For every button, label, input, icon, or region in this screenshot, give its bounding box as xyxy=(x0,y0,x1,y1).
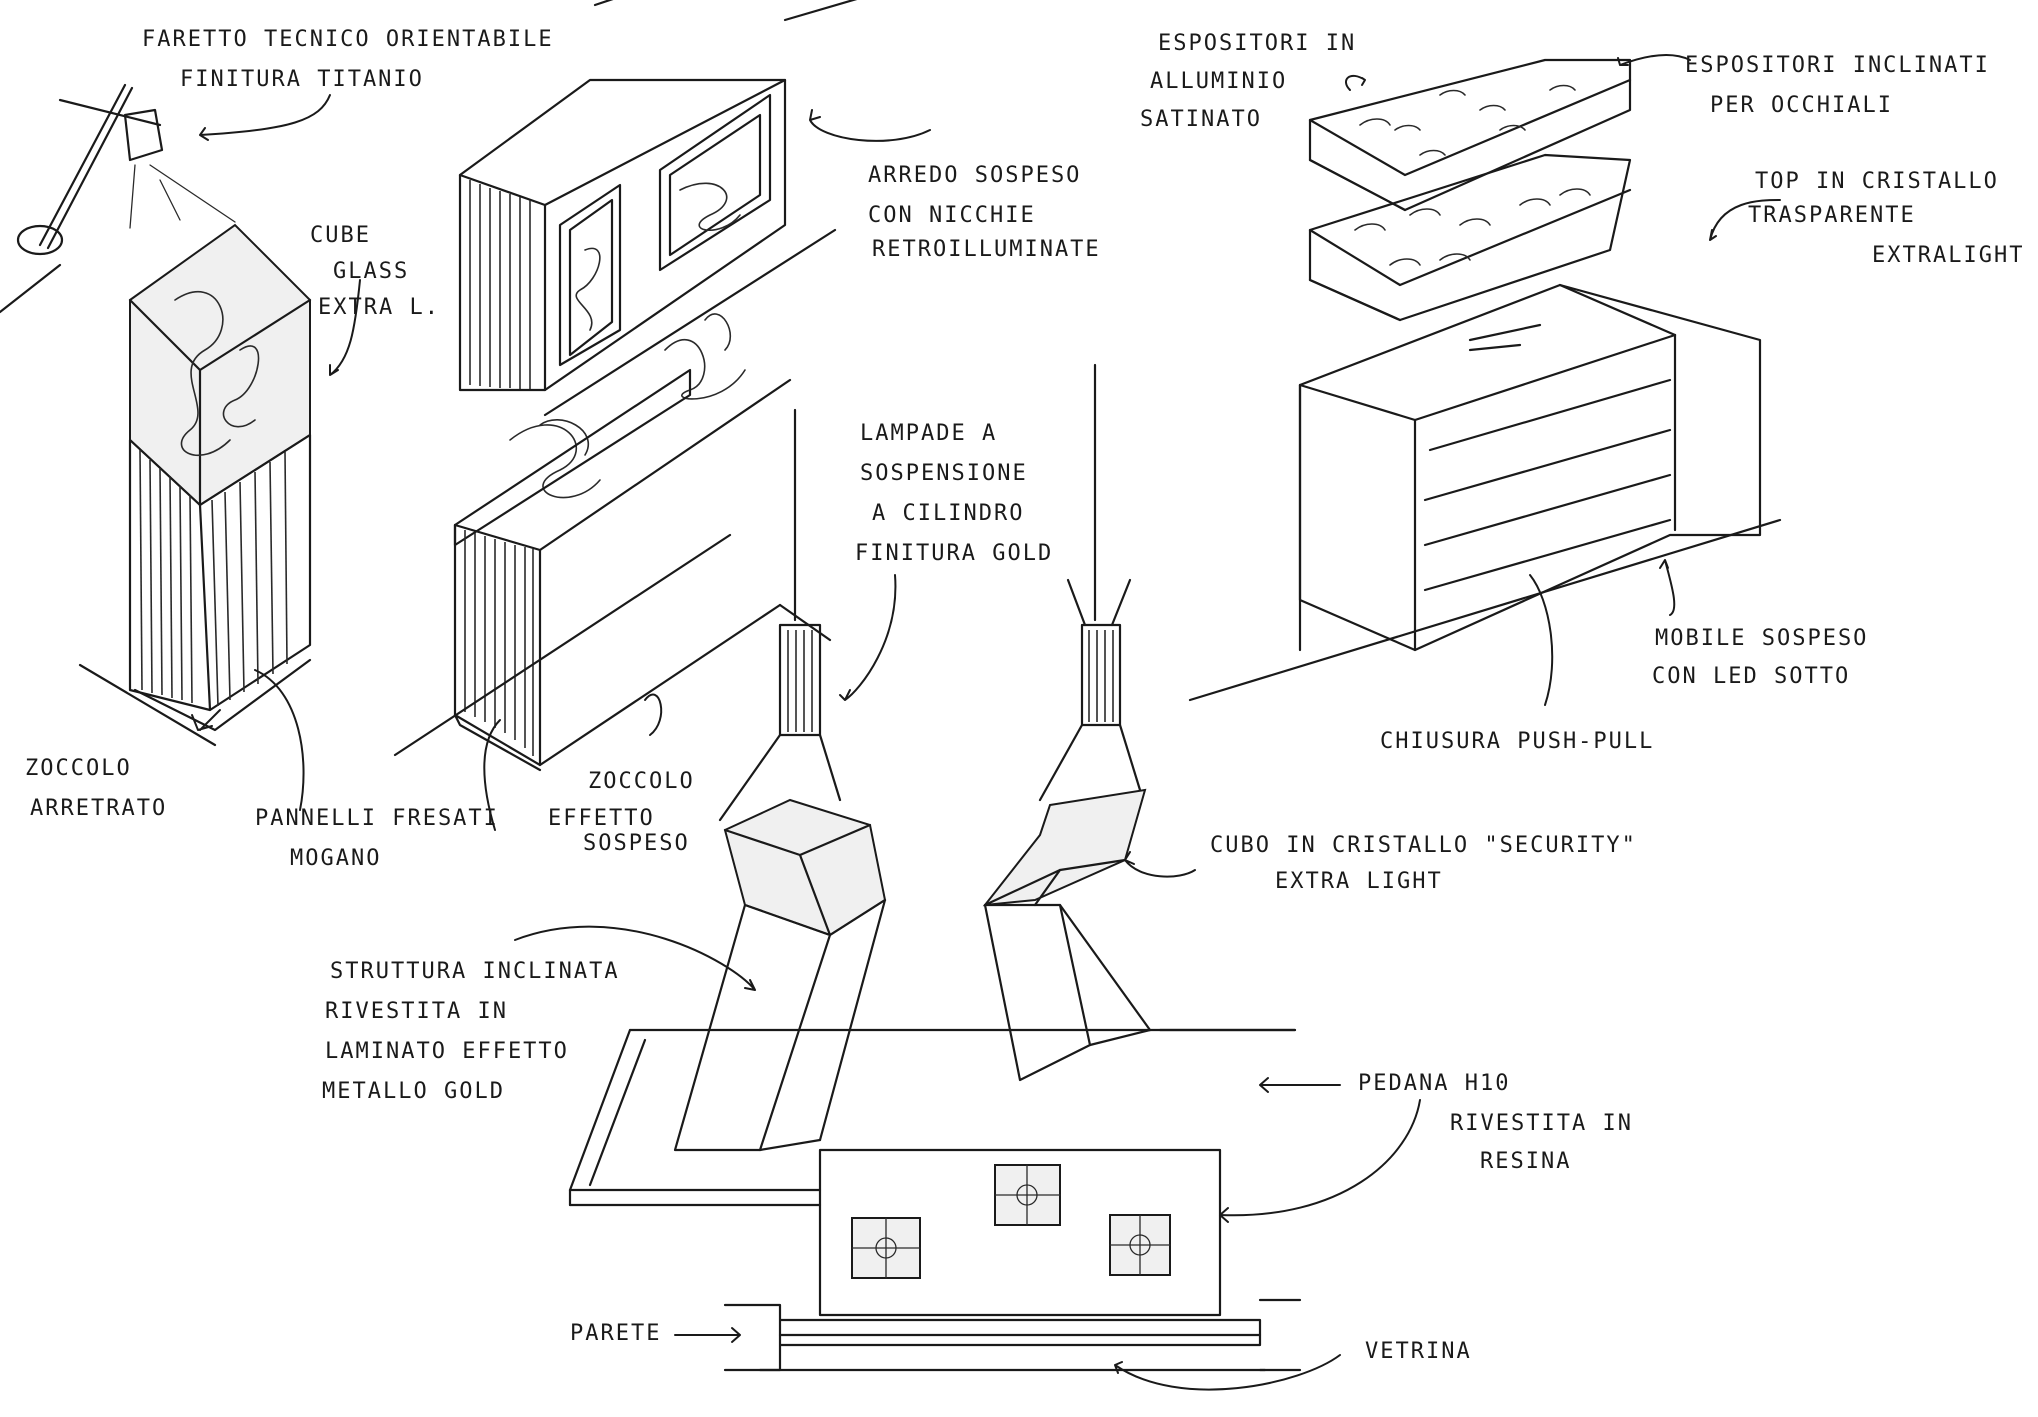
label-chiusura: CHIUSURA PUSH-PULL xyxy=(1380,729,1654,754)
label-cube-line3: EXTRA L. xyxy=(318,295,440,320)
label-espositori-alluminio-line2: ALLUMINIO xyxy=(1150,69,1287,94)
label-mobile-line2: CON LED SOTTO xyxy=(1652,664,1850,689)
label-arredo-line2: CON NICCHIE xyxy=(868,203,1036,228)
label-cubo-cristallo-line2: EXTRA LIGHT xyxy=(1275,869,1443,894)
label-zoccolo-arretrato-line2: ARRETRATO xyxy=(30,796,167,821)
label-faretto-line2: FINITURA TITANIO xyxy=(180,67,424,92)
label-espositori-inclinati-line1: ESPOSITORI INCLINATI xyxy=(1685,53,1990,78)
label-pannelli-line1: PANNELLI FRESATI xyxy=(255,806,499,831)
label-cube-line2: GLASS xyxy=(333,259,409,284)
label-cube-line1: CUBE xyxy=(310,223,371,248)
eyewear-displays xyxy=(1308,58,1632,322)
label-lampade-line3: A CILINDRO xyxy=(872,501,1024,526)
label-lampade-line1: LAMPADE A xyxy=(860,421,997,446)
label-lampade-line2: SOSPENSIONE xyxy=(860,461,1028,486)
label-top-line2: TRASPARENTE xyxy=(1748,203,1916,228)
label-zoccolo-arretrato-line1: ZOCCOLO xyxy=(25,756,132,781)
label-pedana: PEDANA H10 xyxy=(1358,1071,1510,1096)
label-struttura-line4: METALLO GOLD xyxy=(322,1079,505,1104)
left-pendant-lamp xyxy=(718,408,842,822)
right-glass-cube xyxy=(982,788,1147,907)
label-vetrina: VETRINA xyxy=(1365,1339,1472,1364)
label-cubo-cristallo-line1: CUBO IN CRISTALLO "SECURITY" xyxy=(1210,833,1637,858)
left-tilted-structure xyxy=(673,898,887,1152)
label-espositori-alluminio-line1: ESPOSITORI IN xyxy=(1158,31,1356,56)
right-tilted-structure xyxy=(983,903,1152,1082)
label-zoccolo-sospeso-line2: EFFETTO xyxy=(548,806,655,831)
label-pedana-rivestita-line1: RIVESTITA IN xyxy=(1450,1111,1633,1136)
label-parete: PARETE xyxy=(570,1321,661,1346)
label-zoccolo-sospeso-line3: SOSPESO xyxy=(583,831,690,856)
label-zoccolo-sospeso-line1: ZOCCOLO xyxy=(588,769,695,794)
label-arredo-line1: ARREDO SOSPESO xyxy=(868,163,1081,188)
label-espositori-inclinati-line2: PER OCCHIALI xyxy=(1710,93,1893,118)
label-arredo-line3: RETROILLUMINATE xyxy=(872,237,1101,262)
label-struttura-line1: STRUTTURA INCLINATA xyxy=(330,959,620,984)
label-pannelli-line2: MOGANO xyxy=(290,846,381,871)
label-struttura-line3: LAMINATO EFFETTO xyxy=(325,1039,569,1064)
label-faretto-line1: FARETTO TECNICO ORIENTABILE xyxy=(142,27,554,52)
label-struttura-line2: RIVESTITA IN xyxy=(325,999,508,1024)
suspended-plinth-cabinet xyxy=(393,313,792,772)
label-pedana-rivestita-line2: RESINA xyxy=(1480,1149,1571,1174)
left-glass-cube xyxy=(723,798,887,937)
glass-cube-tower xyxy=(78,223,312,747)
suspended-niche-unit xyxy=(458,0,858,417)
label-top-line3: EXTRALIGHT xyxy=(1872,243,2024,268)
label-espositori-alluminio-line3: SATINATO xyxy=(1140,107,1262,132)
platform-pedana xyxy=(568,1028,1297,1207)
label-mobile-line1: MOBILE SOSPESO xyxy=(1655,626,1868,651)
annotation-labels: FARETTO TECNICO ORIENTABILE FINITURA TIT… xyxy=(25,27,2024,1364)
spotlight-illustration xyxy=(0,83,236,314)
suspended-drawer-cabinet xyxy=(1188,283,1782,702)
label-top-line1: TOP IN CRISTALLO xyxy=(1755,169,1999,194)
leader-arrows xyxy=(191,54,1781,1391)
shop-facade xyxy=(723,1148,1302,1372)
label-lampade-line4: FINITURA GOLD xyxy=(855,541,1053,566)
right-pendant-lamp xyxy=(1038,363,1142,802)
